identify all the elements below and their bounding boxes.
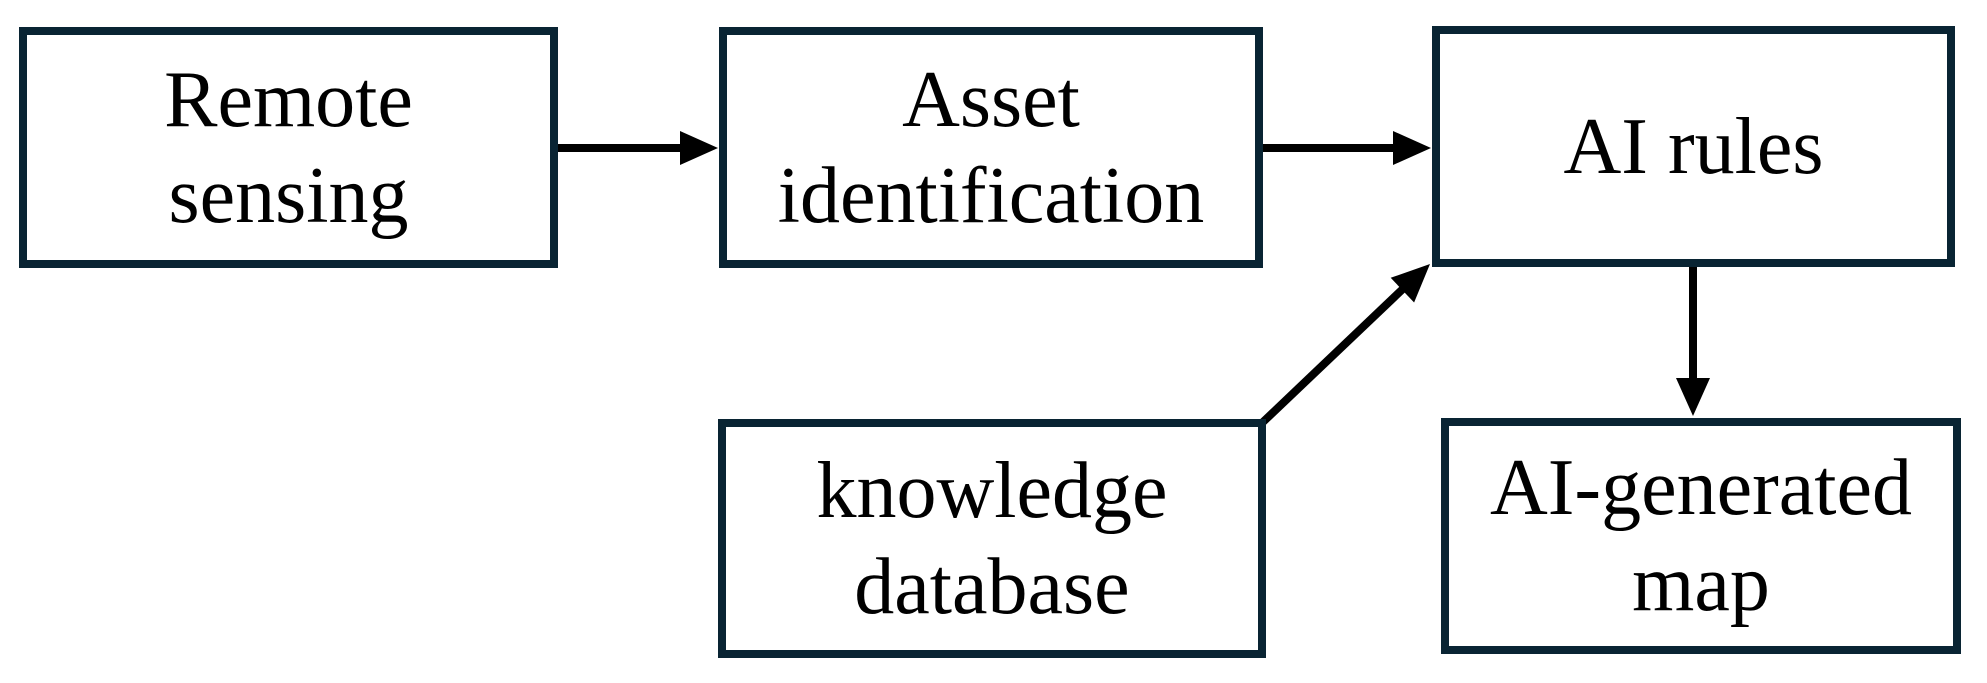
node-ai-rules-label: AI rules [1563, 102, 1824, 191]
arrow-ai-rules-to-ai-generated-map [1676, 266, 1710, 416]
node-asset-identification: Asset identification [719, 27, 1263, 268]
node-knowledge-database: knowledge database [718, 419, 1266, 658]
node-ai-rules: AI rules [1432, 26, 1955, 267]
node-remote-sensing-label: Remote sensing [164, 55, 413, 240]
node-ai-generated-map: AI-generated map [1441, 418, 1961, 654]
arrow-remote-sensing-to-asset-identification [558, 131, 718, 165]
node-remote-sensing: Remote sensing [19, 27, 558, 268]
arrow-knowledge-database-to-ai-rules [1260, 264, 1430, 425]
node-asset-identification-label: Asset identification [777, 55, 1205, 240]
node-knowledge-database-label: knowledge database [816, 446, 1168, 631]
arrow-asset-identification-to-ai-rules [1263, 131, 1431, 165]
node-ai-generated-map-label: AI-generated map [1490, 444, 1912, 628]
